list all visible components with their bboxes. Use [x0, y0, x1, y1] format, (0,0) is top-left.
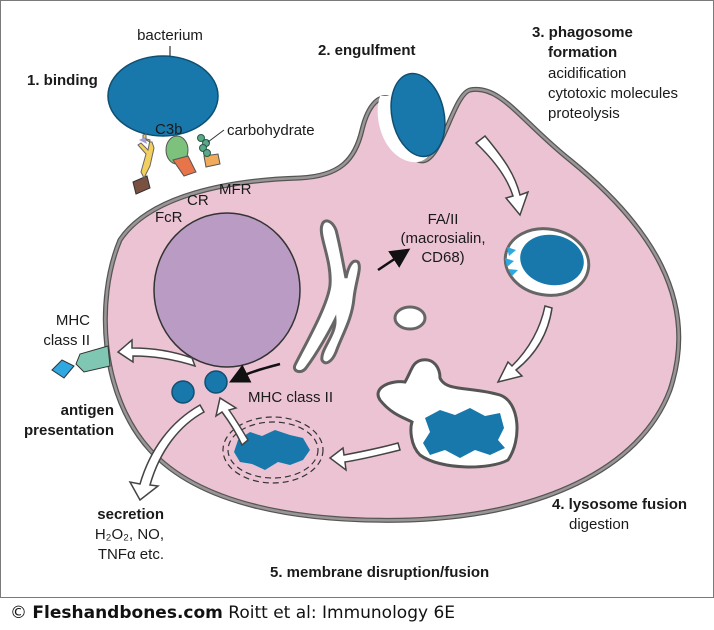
- copyright-symbol: ©: [10, 603, 27, 623]
- phagosome-detail-proteolysis: proteolysis: [548, 105, 620, 122]
- label-carbohydrate: carbohydrate: [227, 122, 315, 139]
- label-presentation: presentation: [24, 422, 114, 439]
- label-fcr: FcR: [155, 209, 183, 226]
- acid-triangle: [505, 258, 514, 267]
- phagosome-bacterium: [520, 234, 584, 286]
- antibody-fc-tip: [139, 137, 147, 144]
- label-secretion: secretion: [97, 506, 164, 523]
- fc-receptor: [132, 175, 151, 195]
- carbohydrate-pointer: [207, 129, 225, 143]
- label-mhc-outer: MHC: [56, 312, 90, 329]
- acid-triangle: [508, 269, 518, 276]
- step-binding: 1. binding: [27, 72, 98, 89]
- arrow-phagosome-to-lysosome: [496, 305, 553, 384]
- label-fa-ii: FA/II: [428, 211, 459, 228]
- fusion-vesicle-inner: [227, 421, 319, 479]
- label-cr: CR: [187, 192, 209, 209]
- arrow-secretion: [128, 403, 206, 502]
- footer-citation: Roitt et al: Immunology 6E: [228, 603, 456, 623]
- footer-brand: Fleshandbones.com: [32, 603, 223, 623]
- complement-receptor: [172, 155, 197, 177]
- phagocytosis-diagram: bacterium 1. binding C3b carbohydrate Fc…: [24, 24, 687, 581]
- phagosome-detail-acidification: acidification: [548, 65, 626, 82]
- engulfed-bacterium: [390, 72, 446, 158]
- cell-membrane: [104, 88, 680, 522]
- arrow-engulf-to-phagosome: [474, 134, 530, 217]
- step-engulfment: 2. engulfment: [318, 42, 416, 59]
- acid-triangle: [507, 247, 516, 256]
- step-phagosome-title: 3. phagosome: [532, 24, 633, 41]
- mannose-receptor: [203, 153, 221, 168]
- presented-antigen: [51, 359, 75, 379]
- step-phagosome-title-2: formation: [548, 44, 617, 61]
- step-membrane-disruption: 5. membrane disruption/fusion: [270, 564, 489, 581]
- arrow-lysosome-to-fusion: [328, 442, 401, 472]
- label-bacterium: bacterium: [137, 27, 203, 44]
- arrow-golgi-to-fa: [377, 248, 411, 272]
- label-c3b: C3b: [155, 121, 183, 138]
- step-lysosome-fusion: 4. lysosome fusion: [552, 496, 687, 513]
- phagosome-detail-cytotoxic: cytotoxic molecules: [548, 85, 678, 102]
- secretion-products-1: H₂O₂, NO,: [95, 526, 164, 543]
- arrow-fusion-to-mhc: [214, 396, 249, 447]
- digested-bacterium: [423, 408, 505, 458]
- arrow-mhc-to-surface: [116, 338, 197, 368]
- antibody: [137, 133, 155, 180]
- secretion-products-2: TNFα etc.: [98, 546, 164, 563]
- label-mfr: MFR: [219, 181, 252, 198]
- label-macrosialin: (macrosialin,: [400, 230, 485, 247]
- label-cd68: CD68): [421, 249, 464, 266]
- arrow-golgi-to-mhc: [229, 362, 281, 383]
- label-mhc-inner: MHC class II: [248, 389, 333, 406]
- fusion-vesicle-outer: [222, 416, 324, 484]
- footer-credit: © Fleshandbones.com Roitt et al: Immunol…: [10, 603, 455, 623]
- process-arrows: [116, 134, 553, 502]
- lysosome-detail-digestion: digestion: [569, 516, 629, 533]
- fragmented-antigen: [234, 430, 310, 470]
- mhc-vesicle: [204, 370, 228, 394]
- carbohydrate-chain: [197, 134, 211, 157]
- mhc-class-ii-receptor: [75, 345, 111, 373]
- bacterium: [107, 55, 219, 137]
- golgi-apparatus: [292, 219, 361, 374]
- mhc-vesicle: [171, 380, 195, 404]
- vesicle: [393, 305, 427, 331]
- label-antigen: antigen: [61, 402, 114, 419]
- label-mhc-outer-class: class II: [43, 332, 90, 349]
- nucleus: [153, 212, 301, 368]
